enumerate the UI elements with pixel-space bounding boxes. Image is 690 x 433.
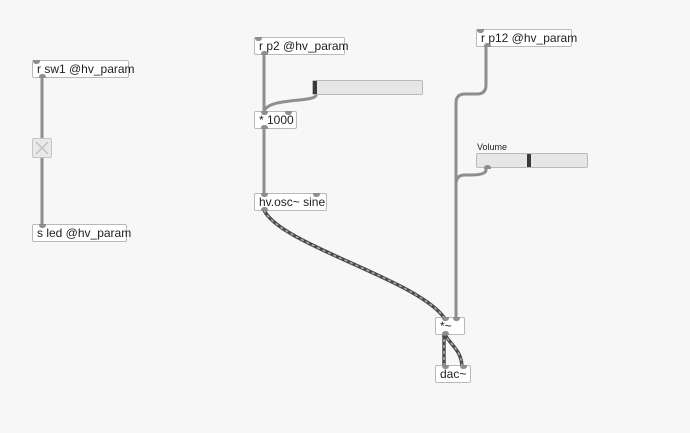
object-mul-signal[interactable]: *~ <box>435 317 465 335</box>
outlet-port[interactable] <box>484 43 491 47</box>
inlet-port-right[interactable] <box>460 365 467 369</box>
outlet-port[interactable] <box>261 125 268 129</box>
object-hv-osc-label: hv.osc~ sine <box>259 195 326 209</box>
inlet-port-left[interactable] <box>442 365 449 369</box>
slider-knob[interactable] <box>527 154 531 167</box>
object-dac[interactable]: dac~ <box>435 365 471 383</box>
object-mul-1000-label: * 1000 <box>259 113 294 127</box>
object-s-led-label: s led @hv_param <box>37 226 132 240</box>
wire-mulsig-to-dac-right <box>442 332 464 369</box>
inlet-port-left[interactable] <box>261 193 268 197</box>
object-r-sw1[interactable]: r sw1 @hv_param <box>32 60 135 78</box>
object-r-sw1-label: r sw1 @hv_param <box>37 62 135 76</box>
slider-frequency[interactable] <box>312 80 423 95</box>
object-dac-label: dac~ <box>440 367 467 381</box>
slider-volume[interactable] <box>476 153 588 169</box>
inlet-port[interactable] <box>39 224 46 228</box>
volume-label: Volume <box>477 142 508 152</box>
object-hv-osc-sine[interactable]: hv.osc~ sine <box>254 193 327 211</box>
outlet-port[interactable] <box>39 74 46 78</box>
inlet-port[interactable] <box>255 37 262 41</box>
wire-rp12-to-mulsig <box>454 47 488 319</box>
inlet-port[interactable] <box>477 29 484 33</box>
slider-knob[interactable] <box>313 81 317 94</box>
object-r-p12-label: r p12 @hv_param <box>481 31 578 45</box>
inlet-port-right[interactable] <box>313 193 320 197</box>
object-r-p2[interactable]: r p2 @hv_param <box>254 37 349 55</box>
object-mul-signal-label: *~ <box>440 319 452 333</box>
inlet-port-right[interactable] <box>285 111 292 115</box>
toggle-switch[interactable] <box>32 138 52 158</box>
object-mul-1000[interactable]: * 1000 <box>254 111 297 129</box>
inlet-port-left[interactable] <box>442 317 449 321</box>
outlet-port[interactable] <box>484 165 491 169</box>
object-r-p2-label: r p2 @hv_param <box>259 39 349 53</box>
wire-osc-to-mulsig-stripe <box>263 209 446 320</box>
wire-slider-to-mul1000 <box>262 93 318 114</box>
inlet-port-right[interactable] <box>453 317 460 321</box>
wire-osc-to-mulsig <box>262 209 447 320</box>
outlet-port[interactable] <box>261 51 268 55</box>
outlet-port[interactable] <box>261 207 268 211</box>
wire-volume-to-mulsig <box>454 168 488 319</box>
x-cross-icon <box>35 141 49 155</box>
object-s-led[interactable]: s led @hv_param <box>32 224 131 242</box>
inlet-port[interactable] <box>33 60 40 64</box>
wire-mulsig-to-dac-right-stripe <box>443 332 463 369</box>
object-r-p12[interactable]: r p12 @hv_param <box>476 29 577 47</box>
outlet-port[interactable] <box>442 331 449 335</box>
inlet-port-left[interactable] <box>261 111 268 115</box>
